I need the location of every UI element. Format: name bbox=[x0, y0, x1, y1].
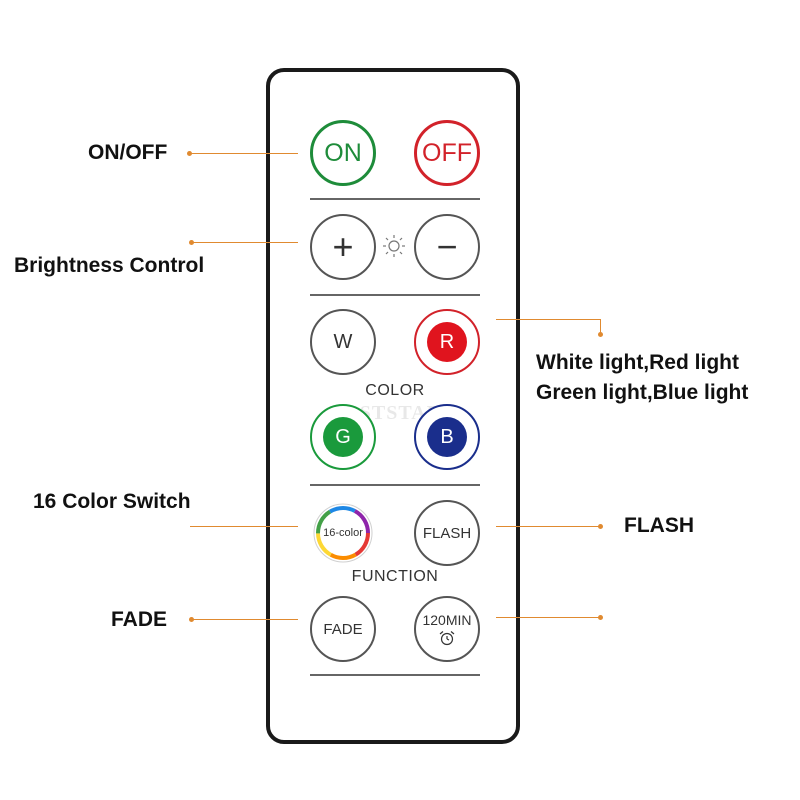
flash-button[interactable]: FLASH bbox=[414, 500, 480, 566]
on-button[interactable]: ON bbox=[310, 120, 376, 186]
rainbow-ring-icon bbox=[313, 503, 373, 563]
divider bbox=[310, 198, 480, 200]
callout-dot bbox=[598, 524, 603, 529]
flash-callout: FLASH bbox=[624, 514, 694, 537]
brightness-down-button[interactable]: − bbox=[414, 214, 480, 280]
white-button-label: W bbox=[333, 330, 353, 353]
fade-button-label: FADE bbox=[323, 620, 363, 638]
green-dot: G bbox=[323, 417, 363, 457]
callout-dot bbox=[189, 240, 194, 245]
divider bbox=[310, 674, 480, 676]
callout-line bbox=[600, 319, 601, 333]
timer-button-label: 120MIN bbox=[422, 612, 472, 628]
divider bbox=[310, 294, 480, 296]
timer-button[interactable]: 120MIN bbox=[414, 596, 480, 662]
color16-button[interactable]: 16-color bbox=[310, 500, 376, 566]
off-button-label: OFF bbox=[422, 138, 472, 167]
sun-icon bbox=[383, 235, 405, 257]
color16-label: 16-color bbox=[323, 527, 363, 539]
callout-dot bbox=[598, 332, 603, 337]
callout-dot bbox=[598, 615, 603, 620]
function-section-label: FUNCTION bbox=[351, 568, 439, 585]
color-callout-line1: White light,Red light bbox=[536, 351, 739, 374]
white-light-button[interactable]: W bbox=[310, 309, 376, 375]
color-section-label: COLOR bbox=[365, 382, 425, 399]
red-light-button[interactable]: R bbox=[414, 309, 480, 375]
alarm-clock-icon bbox=[439, 631, 455, 646]
on-button-label: ON bbox=[324, 138, 362, 167]
callout-line bbox=[192, 619, 298, 620]
blue-light-button[interactable]: B bbox=[414, 404, 480, 470]
fade-button[interactable]: FADE bbox=[310, 596, 376, 662]
brightness-callout: Brightness Control bbox=[14, 254, 205, 277]
callout-line bbox=[496, 617, 600, 618]
off-button[interactable]: OFF bbox=[414, 120, 480, 186]
callout-dot bbox=[189, 617, 194, 622]
color16-callout: 16 Color Switch bbox=[33, 490, 191, 513]
red-dot: R bbox=[427, 322, 467, 362]
red-button-label: R bbox=[439, 330, 455, 353]
green-button-label: G bbox=[335, 425, 351, 448]
callout-line bbox=[190, 153, 298, 154]
blue-dot: B bbox=[427, 417, 467, 457]
remote-control-body bbox=[266, 68, 520, 744]
callout-line bbox=[190, 526, 298, 527]
callout-dot bbox=[187, 151, 192, 156]
blue-button-label: B bbox=[440, 425, 454, 448]
minus-icon: − bbox=[436, 226, 458, 267]
divider bbox=[310, 484, 480, 486]
color-callout-line2: Green light,Blue light bbox=[536, 381, 749, 404]
fade-callout: FADE bbox=[111, 608, 168, 631]
brightness-up-button[interactable]: + bbox=[310, 214, 376, 280]
flash-button-label: FLASH bbox=[422, 524, 472, 542]
green-light-button[interactable]: G bbox=[310, 404, 376, 470]
on-off-callout: ON/OFF bbox=[88, 141, 168, 164]
callout-line bbox=[496, 319, 600, 320]
callout-line bbox=[192, 242, 298, 243]
plus-icon: + bbox=[332, 226, 354, 267]
callout-line bbox=[496, 526, 600, 527]
